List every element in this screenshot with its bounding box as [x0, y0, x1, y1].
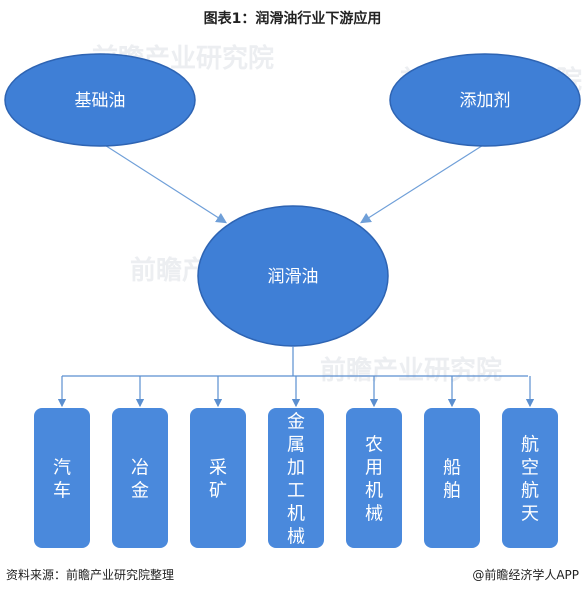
credit-note: @前瞻经济学人APP	[472, 568, 579, 582]
application-box-automotive: 汽车	[34, 408, 90, 548]
center-node-lubricant: 润滑油	[197, 205, 389, 347]
center-node-label: 润滑油	[268, 267, 319, 287]
application-box-shape	[424, 408, 480, 548]
application-box-shape	[502, 408, 558, 548]
application-box-mining: 采矿	[190, 408, 246, 548]
application-box-shape	[112, 408, 168, 548]
arrow-additive-to-center	[359, 141, 489, 224]
application-box-shape	[346, 408, 402, 548]
application-box-shape	[268, 408, 324, 548]
input-node-additive: 添加剂	[389, 53, 581, 147]
source-note: 资料来源：前瞻产业研究院整理	[6, 568, 175, 582]
application-box-label: 冶金	[131, 457, 149, 501]
input-node-label: 基础油	[75, 91, 126, 111]
application-box-aerospace: 航空航天	[502, 408, 558, 548]
application-box-label: 船舶	[443, 457, 461, 501]
application-box-label: 航空航天	[521, 434, 539, 524]
application-box-label: 金属加工机械	[287, 411, 305, 547]
application-box-shape	[190, 408, 246, 548]
application-box-shape	[34, 408, 90, 548]
application-box-shipping: 船舶	[424, 408, 480, 548]
application-box-metallurgy: 冶金	[112, 408, 168, 548]
chart-title: 图表1：润滑油行业下游应用	[203, 11, 382, 27]
application-box-label: 汽车	[53, 457, 71, 501]
input-node-base-oil: 基础油	[4, 53, 196, 147]
input-node-label: 添加剂	[460, 91, 511, 111]
arrow-base-oil-to-center	[99, 141, 228, 224]
application-box-label: 农用机械	[365, 434, 383, 524]
connector-branches	[57, 376, 535, 408]
application-box-metalworking-machinery: 金属加工机械	[268, 408, 324, 548]
application-box-label: 采矿	[209, 457, 227, 501]
application-boxes: 汽车 冶金 采矿 金属加工机械 农用机械 船舶 航空航天	[34, 408, 558, 548]
application-box-agricultural-machinery: 农用机械	[346, 408, 402, 548]
